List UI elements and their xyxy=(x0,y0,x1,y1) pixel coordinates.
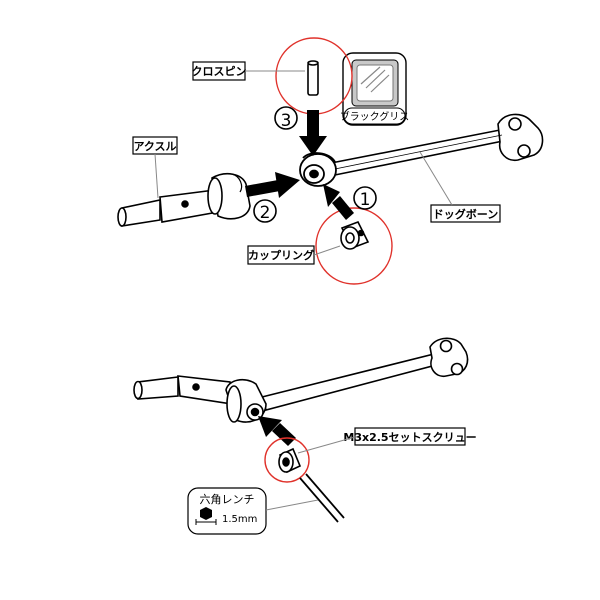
label-coupling-ring: カップリング xyxy=(247,245,341,265)
highlight-circle-set-screw xyxy=(264,437,310,483)
arrow-step3 xyxy=(299,110,327,156)
step3-number: 3 xyxy=(281,111,292,131)
dogbone-bottom xyxy=(260,337,469,411)
axle-bottom xyxy=(133,375,267,423)
set-screw-part xyxy=(278,447,302,474)
highlight-circle-coupling xyxy=(315,207,393,285)
hex-wrench-text: 六角レンチ xyxy=(200,493,255,506)
step1-marker: 1 xyxy=(353,186,377,210)
bottom-assembly: M3x2.5セットスクリュー 六角レンチ 1.5mm xyxy=(133,337,477,535)
cup-joint-top xyxy=(299,152,337,187)
label-cross-pin: クロスピン xyxy=(192,61,305,81)
axle-text: アクスル xyxy=(133,140,176,153)
cross-pin-text: クロスピン xyxy=(192,65,247,78)
coupling-ring-text: カップリング xyxy=(248,248,314,262)
dogbone-top xyxy=(324,113,544,177)
set-screw-text: M3x2.5セットスクリュー xyxy=(343,431,476,444)
axle-top xyxy=(117,172,251,227)
label-axle: アクスル xyxy=(132,136,178,199)
label-hex-wrench: 六角レンチ 1.5mm xyxy=(187,487,319,535)
hex-key-icon xyxy=(200,507,212,520)
coupling-ring-part xyxy=(340,220,370,250)
hex-wrench-part xyxy=(299,473,345,523)
arrow-step2 xyxy=(245,172,300,198)
step1-number: 1 xyxy=(360,190,371,210)
hex-size-text: 1.5mm xyxy=(222,514,257,525)
black-grease-icon: ブラックグリス xyxy=(340,52,410,126)
step2-marker: 2 xyxy=(253,199,277,223)
arrow-step1 xyxy=(323,184,354,220)
top-assembly: ブラックグリス 3 2 1 xyxy=(117,37,544,285)
black-grease-label: ブラックグリス xyxy=(340,110,410,123)
label-dogbone: ドッグボーン xyxy=(419,151,501,223)
step3-marker: 3 xyxy=(274,106,298,131)
label-set-screw: M3x2.5セットスクリュー xyxy=(297,427,477,454)
arrow-set-screw xyxy=(258,416,296,446)
dogbone-text: ドッグボーン xyxy=(433,207,498,221)
step2-number: 2 xyxy=(260,203,271,223)
cross-pin-part xyxy=(307,60,319,96)
